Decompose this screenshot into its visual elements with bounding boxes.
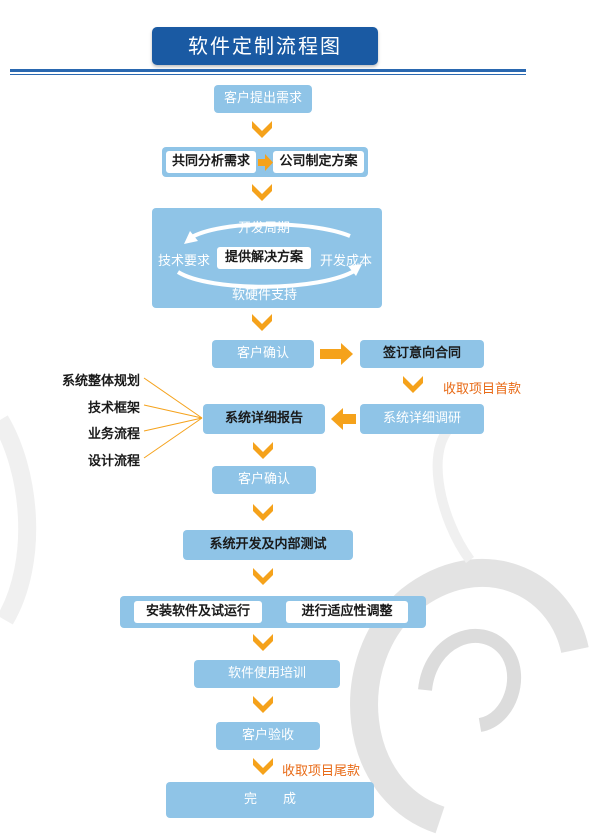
- node-analyze-plan-group: 共同分析需求 公司制定方案: [162, 147, 368, 177]
- label-first-payment: 收取项目首款: [443, 382, 522, 397]
- label-final-payment: 收取项目尾款: [282, 764, 361, 779]
- report-item: 系统整体规划: [61, 374, 140, 389]
- arrow-left-icon: [331, 408, 356, 430]
- cycle-arrowhead-right: [348, 264, 362, 276]
- arrow-down-icon: [253, 634, 273, 651]
- node-adjust: 进行适应性调整: [286, 601, 408, 623]
- arrow-down-icon: [252, 314, 272, 331]
- report-fan-lines: [143, 377, 203, 459]
- cycle-arrowhead-left: [184, 231, 198, 244]
- node-requirement: 客户提出需求: [214, 85, 312, 113]
- label-hw-sw: 软硬件支持: [232, 288, 298, 303]
- title-underline: [10, 69, 526, 72]
- arrow-down-icon: [403, 376, 423, 393]
- node-analyze: 共同分析需求: [166, 151, 256, 173]
- node-research: 系统详细调研: [360, 404, 484, 434]
- cycle-arc-bottom: [176, 268, 358, 289]
- node-install-adjust-group: 安装软件及试运行 进行适应性调整: [120, 596, 426, 628]
- node-sign-contract: 签订意向合同: [360, 340, 484, 368]
- report-item: 设计流程: [87, 454, 140, 469]
- node-confirm-2: 客户确认: [212, 466, 316, 494]
- node-done: 完 成: [166, 782, 374, 818]
- node-develop: 系统开发及内部测试: [183, 530, 353, 560]
- node-plan: 公司制定方案: [273, 151, 364, 173]
- report-item: 技术框架: [87, 401, 140, 416]
- cycle-arc-top: [188, 222, 351, 240]
- label-tech-req: 技术要求: [158, 254, 211, 269]
- node-training: 软件使用培训: [194, 660, 340, 688]
- arrow-down-icon: [252, 184, 272, 201]
- arrow-down-icon: [252, 121, 272, 138]
- title-underline-thin: [10, 74, 526, 75]
- arrow-down-icon: [253, 758, 273, 775]
- arrow-down-icon: [253, 568, 273, 585]
- page-title: 软件定制流程图: [152, 27, 378, 65]
- arrow-analyze-to-plan-icon: [258, 154, 273, 171]
- node-install: 安装软件及试运行: [134, 601, 262, 623]
- node-acceptance: 客户验收: [216, 722, 320, 750]
- node-confirm-1: 客户确认: [212, 340, 314, 368]
- arrow-down-icon: [253, 442, 273, 459]
- report-item: 业务流程: [87, 427, 140, 442]
- arrow-right-icon: [320, 343, 353, 365]
- arrow-down-icon: [253, 696, 273, 713]
- arrow-down-icon: [253, 504, 273, 521]
- node-report: 系统详细报告: [203, 404, 325, 434]
- node-solution: 提供解决方案: [217, 247, 311, 269]
